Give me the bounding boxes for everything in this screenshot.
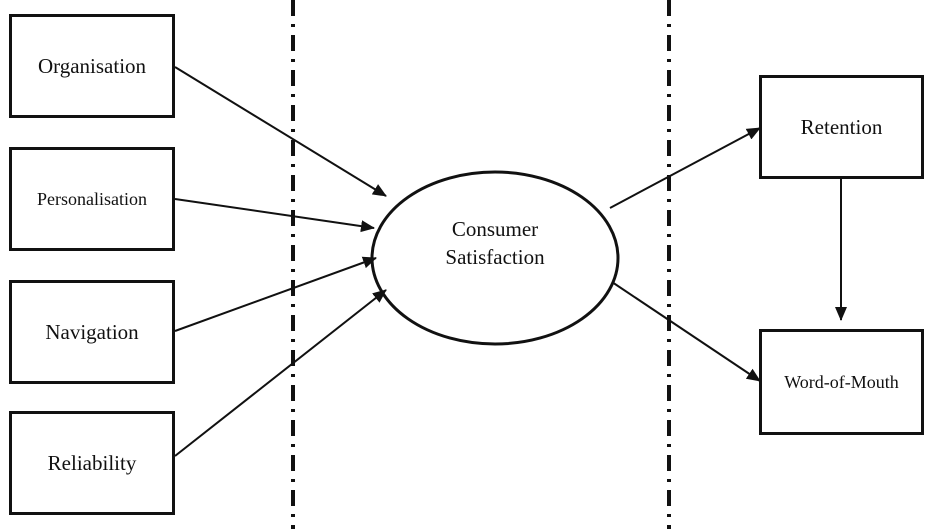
navigation-label: Navigation	[45, 319, 139, 344]
arrow-reliability	[174, 289, 387, 457]
word-of-mouth-box: Word-of-Mouth	[759, 329, 924, 435]
mediator-line2: Satisfaction	[445, 245, 545, 269]
organisation-label: Organisation	[37, 53, 147, 78]
personalisation-label: Personalisation	[37, 188, 147, 209]
mediator-line1: Consumer	[451, 217, 539, 241]
personalisation-box: Personalisation	[9, 147, 175, 251]
word-of-mouth-label: Word-of-Mouth	[784, 371, 899, 392]
arrow-retention	[609, 127, 761, 209]
arrow-word-of-mouth	[611, 281, 761, 382]
retention-box: Retention	[759, 75, 924, 179]
arrow-organisation	[174, 66, 387, 197]
navigation-box: Navigation	[9, 280, 175, 384]
organisation-box: Organisation	[9, 14, 175, 118]
retention-label: Retention	[800, 114, 883, 139]
arrow-navigation	[174, 256, 377, 332]
arrow-personalisation	[174, 198, 375, 233]
consumer-satisfaction-label: Consumer Satisfaction	[395, 215, 595, 271]
reliability-label: Reliability	[47, 450, 137, 475]
reliability-box: Reliability	[9, 411, 175, 515]
